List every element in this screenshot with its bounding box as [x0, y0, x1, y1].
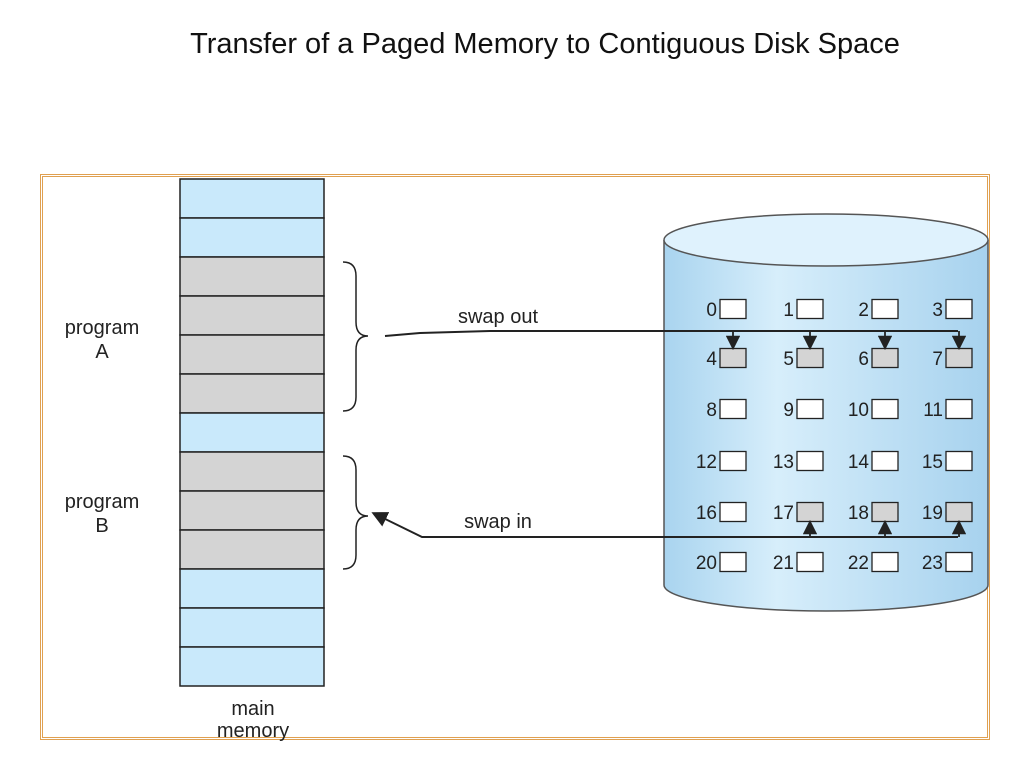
- memory-frame: [179, 646, 325, 687]
- disk-block: [719, 501, 747, 523]
- disk-block-number: 6: [858, 349, 869, 370]
- memory-frame: [179, 295, 325, 336]
- disk-block: [871, 501, 899, 523]
- disk-block: [796, 398, 824, 420]
- program-a-brace: [342, 261, 369, 412]
- disk-block-number: 7: [932, 349, 943, 370]
- disk-block-number: 23: [922, 553, 943, 574]
- disk-block-number: 18: [848, 503, 869, 524]
- disk-block-number: 19: [922, 503, 943, 524]
- swap-in-arrows: [802, 519, 967, 537]
- disk-block: [871, 347, 899, 369]
- disk-block: [719, 551, 747, 573]
- disk-block: [871, 450, 899, 472]
- disk-block: [871, 398, 899, 420]
- memory-frame: [179, 451, 325, 492]
- memory-frame: [179, 568, 325, 609]
- disk-block-number: 11: [923, 400, 943, 421]
- slide-title: Transfer of a Paged Memory to Contiguous…: [190, 28, 900, 60]
- disk-top: [663, 213, 989, 267]
- disk-block: [796, 298, 824, 320]
- program-b-label-2: B: [95, 515, 108, 537]
- swap-out-line: [384, 330, 958, 337]
- disk-block-number: 5: [783, 349, 794, 370]
- disk-block-number: 21: [773, 553, 794, 574]
- memory-frame: [179, 217, 325, 258]
- disk-block-number: 9: [783, 400, 794, 421]
- program-b-label-1: program: [65, 491, 139, 513]
- disk-block: [945, 501, 973, 523]
- memory-frame: [179, 529, 325, 570]
- program-b-brace: [342, 455, 369, 570]
- disk-block: [719, 398, 747, 420]
- disk-block-number: 0: [706, 300, 717, 321]
- disk-block-number: 22: [848, 553, 869, 574]
- memory-frame: [179, 490, 325, 531]
- disk-block: [945, 347, 973, 369]
- memory-frame: [179, 373, 325, 414]
- memory-label-2: memory: [217, 720, 289, 742]
- main-memory: [179, 178, 325, 687]
- swap-out-arrows: [725, 331, 967, 351]
- disk-block-number: 14: [848, 452, 870, 473]
- disk-block-number: 2: [858, 300, 869, 321]
- disk-block: [796, 551, 824, 573]
- disk-block-number: 17: [773, 503, 794, 524]
- memory-frame: [179, 412, 325, 453]
- disk-block-number: 10: [848, 400, 869, 421]
- disk-block: [796, 347, 824, 369]
- disk-block: [719, 298, 747, 320]
- memory-frame: [179, 607, 325, 648]
- swap-in-label: swap in: [464, 511, 532, 533]
- program-a-label-1: program: [65, 317, 139, 339]
- disk-block: [945, 298, 973, 320]
- swap-in-line: [371, 512, 958, 538]
- disk-block-number: 4: [706, 349, 717, 370]
- disk-block: [719, 450, 747, 472]
- disk-block: [945, 450, 973, 472]
- memory-frame: [179, 178, 325, 219]
- disk-block-number: 1: [783, 300, 794, 321]
- disk-block-number: 16: [696, 503, 717, 524]
- swap-out-label: swap out: [458, 306, 538, 328]
- program-a-label-2: A: [95, 341, 109, 363]
- disk-block-number: 15: [922, 452, 943, 473]
- memory-label-1: main: [231, 698, 274, 720]
- disk-block: [796, 450, 824, 472]
- disk-block-number: 3: [932, 300, 943, 321]
- memory-frame: [179, 334, 325, 375]
- disk-block: [945, 551, 973, 573]
- disk-block-number: 13: [773, 452, 794, 473]
- disk-block: [945, 398, 973, 420]
- disk-block: [719, 347, 747, 369]
- disk-block-number: 20: [696, 553, 717, 574]
- memory-frame: [179, 256, 325, 297]
- disk-block: [871, 298, 899, 320]
- disk-block: [871, 551, 899, 573]
- disk-block: [796, 501, 824, 523]
- disk-block-number: 12: [696, 452, 717, 473]
- disk-block-number: 8: [706, 400, 717, 421]
